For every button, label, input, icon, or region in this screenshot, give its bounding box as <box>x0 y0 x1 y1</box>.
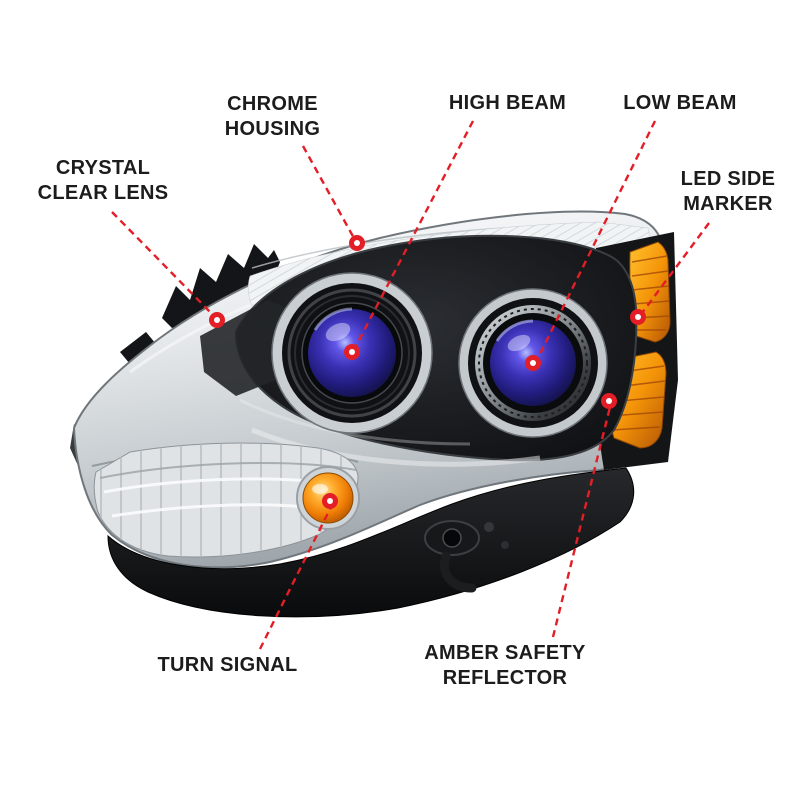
leader-line-chrome-housing <box>301 145 357 241</box>
callout-text: REFLECTOR <box>442 667 568 689</box>
marker-dot-low-beam <box>525 355 541 371</box>
callout-label-high-beam: HIGH BEAM <box>425 91 590 116</box>
leader-line-turn-signal <box>258 506 333 650</box>
callout-label-crystal-clear-lens: CRYSTAL CLEAR LENS <box>28 156 178 206</box>
marker-dot-high-beam <box>344 344 360 360</box>
callout-text: AMBER SAFETY <box>424 642 586 664</box>
callout-text: CHROME <box>227 93 318 115</box>
callout-text: CLEAR LENS <box>37 182 169 204</box>
callout-text: LOW BEAM <box>623 92 737 114</box>
callout-text: LED SIDE <box>680 168 776 190</box>
marker-dot-crystal-clear-lens <box>209 312 225 328</box>
callout-text: TURN SIGNAL <box>157 654 298 676</box>
leader-line-low-beam <box>536 120 657 359</box>
callout-label-turn-signal: TURN SIGNAL <box>135 653 320 678</box>
leader-line-high-beam <box>354 120 475 347</box>
callout-label-low-beam: LOW BEAM <box>600 91 760 116</box>
marker-dot-turn-signal <box>322 493 338 509</box>
callout-text: HOUSING <box>224 118 321 140</box>
marker-dot-chrome-housing <box>349 235 365 251</box>
leader-line-crystal-clear-lens <box>111 211 214 316</box>
callout-label-chrome-housing: CHROME HOUSING <box>200 92 345 142</box>
callout-text: CRYSTAL <box>55 157 151 179</box>
marker-dot-led-side-marker <box>630 309 646 325</box>
callout-text: MARKER <box>683 193 773 215</box>
leader-line-amber-safety-reflector <box>551 406 612 638</box>
marker-dot-amber-safety-reflector <box>601 393 617 409</box>
callout-label-led-side-marker: LED SIDE MARKER <box>660 167 796 217</box>
leader-line-led-side-marker <box>641 222 710 314</box>
callout-label-amber-safety-reflector: AMBER SAFETY REFLECTOR <box>405 641 605 691</box>
callout-text: HIGH BEAM <box>448 92 567 114</box>
housing-base <box>107 467 635 618</box>
